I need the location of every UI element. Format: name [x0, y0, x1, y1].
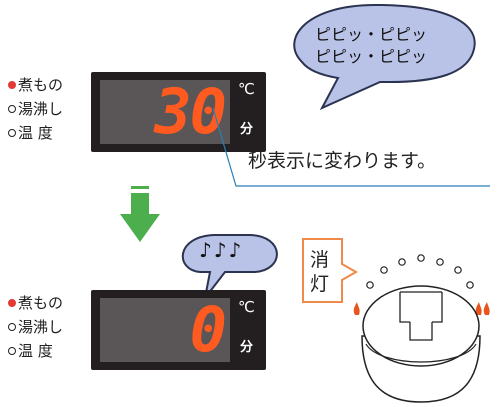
notes-text: ♪♪♪: [199, 238, 244, 262]
mode-item-ondo: 温 度: [8, 121, 63, 145]
down-arrow-icon: [120, 186, 160, 242]
mode-list-top: 煮もの 湯沸し 温 度: [8, 73, 63, 145]
mode-list-bottom: 煮もの 湯沸し 温 度: [8, 291, 63, 363]
notes-speech-bubble: [181, 234, 278, 299]
display-digits: 0: [189, 293, 227, 366]
display-screen: [100, 298, 230, 362]
minutes-unit-label: 分: [240, 122, 254, 137]
control-knob: [353, 254, 490, 403]
beep-line-2: ピピッ・ピピッ: [315, 47, 428, 66]
timer-display-bottom: 0 ℃ 分: [91, 290, 266, 370]
inactive-indicator-dot: [8, 347, 16, 355]
celsius-unit-label: ℃: [238, 80, 255, 98]
mode-label: 煮もの: [18, 76, 64, 94]
high-flame-icon: [475, 302, 482, 315]
active-indicator-dot: [8, 299, 16, 307]
minutes-unit-label: 分: [240, 340, 254, 355]
mode-item-yuwakashi: 湯沸し: [8, 315, 63, 339]
inactive-indicator-dot: [8, 105, 16, 113]
low-flame-icon: [353, 302, 360, 315]
timer-display-top: 30 ℃ 分: [91, 72, 266, 152]
mode-item-yuwakashi: 湯沸し: [8, 97, 63, 121]
display-screen: [100, 80, 230, 144]
active-indicator-dot: [8, 81, 16, 89]
mode-item-nimono: 煮もの: [8, 73, 63, 97]
mode-label: 煮もの: [18, 294, 64, 312]
beep-line-1: ピピッ・ピピッ: [315, 25, 428, 44]
seconds-caption: 秒表示に変わります。: [248, 150, 437, 172]
light-off-tag-frame: [302, 238, 359, 303]
mode-label: 温 度: [18, 124, 53, 142]
mode-label: 湯沸し: [18, 318, 64, 336]
light-off-line-1: 消: [310, 249, 330, 271]
mode-label: 湯沸し: [18, 100, 64, 118]
celsius-unit-label: ℃: [238, 298, 255, 316]
mode-label: 温 度: [18, 342, 53, 360]
light-off-tag-text: 消 灯: [310, 248, 329, 296]
heat-level-dots: [366, 254, 474, 289]
beep-text: ピピッ・ピピッ ピピッ・ピピッ: [315, 24, 427, 68]
inactive-indicator-dot: [8, 129, 16, 137]
mode-item-nimono: 煮もの: [8, 291, 63, 315]
display-digits: 30: [154, 75, 227, 148]
light-off-line-2: 灯: [310, 273, 330, 295]
inactive-indicator-dot: [8, 323, 16, 331]
mode-item-ondo: 温 度: [8, 339, 63, 363]
beep-speech-bubble: [293, 3, 476, 110]
